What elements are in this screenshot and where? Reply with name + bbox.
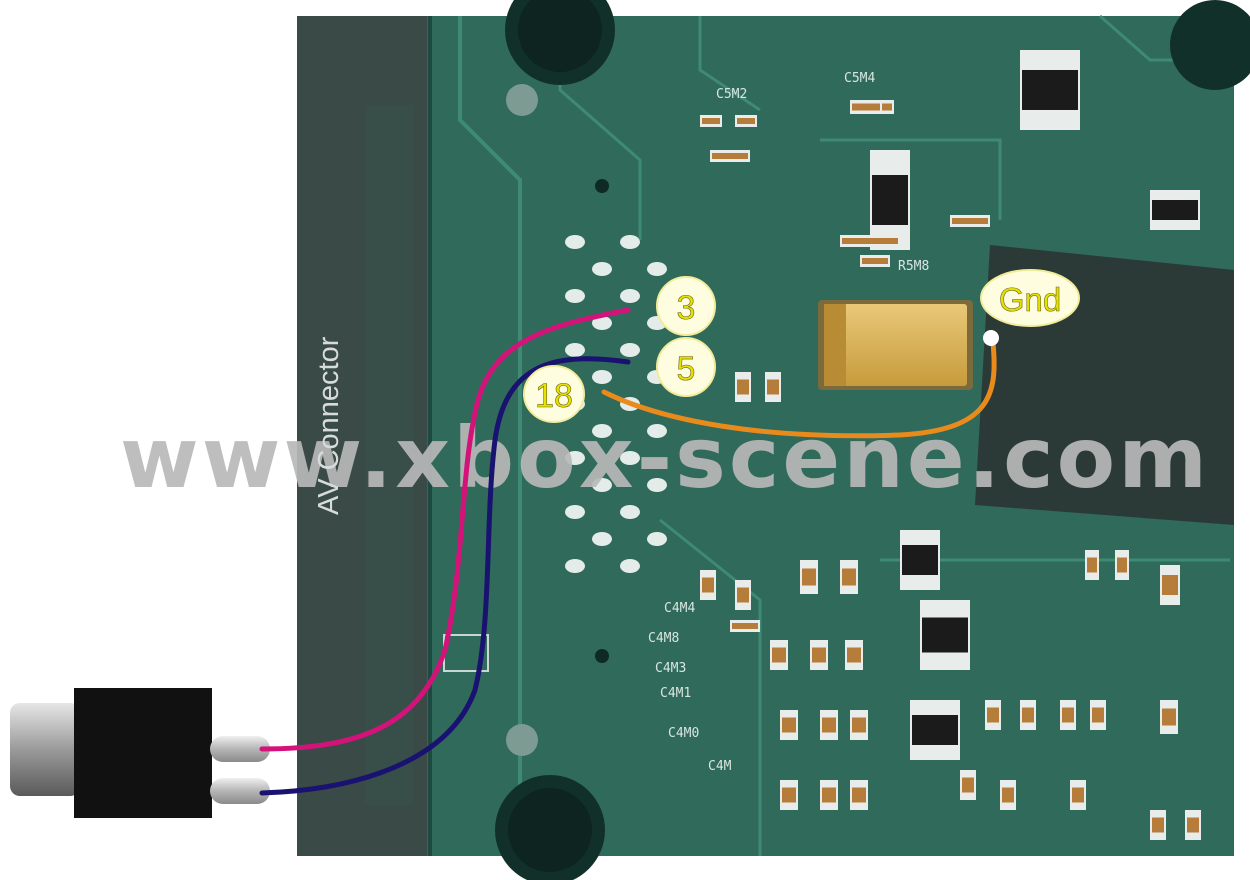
rca-metal-barrel [10, 703, 80, 796]
pin-pad [592, 316, 612, 330]
smd-part [780, 780, 798, 810]
smd-part [850, 780, 868, 810]
pin-pad [592, 370, 612, 384]
watermark-text: www.xbox-scene.com [120, 409, 1210, 507]
smd-part [1160, 700, 1178, 734]
smd-part [820, 710, 838, 740]
pcb-board [297, 0, 1250, 880]
smd-part [1185, 810, 1201, 840]
wire-pin3-pink [259, 307, 631, 752]
smd-part [850, 710, 868, 740]
rca-center-pin [210, 736, 270, 762]
smd-part [735, 580, 751, 610]
silk-c4m4: C4M4 [664, 601, 695, 616]
pin-pad [565, 235, 585, 249]
smd-part [1150, 190, 1200, 230]
pin-label-3-text: 3 [677, 289, 696, 327]
smd-part [1115, 550, 1129, 580]
pin-pad [620, 289, 640, 303]
rca-jack [10, 688, 270, 818]
rca-body [74, 688, 212, 818]
smd-part [1020, 700, 1036, 730]
silkscreen-labels: C5M2 C5M4 R5M8 C4M4 C4M8 C4M3 C4M1 C4M0 … [648, 71, 929, 774]
smd-part [960, 770, 976, 800]
pin-pad [565, 559, 585, 573]
pin-pad [565, 451, 585, 465]
smd-part [735, 115, 757, 127]
smd-part [1000, 780, 1016, 810]
pin-pad [647, 532, 667, 546]
silk-c4m0: C4M0 [668, 726, 699, 741]
smd-part [800, 560, 818, 594]
smd-part [700, 570, 716, 600]
smd-part [870, 150, 910, 250]
pin-pad [620, 451, 640, 465]
smd-part [1085, 550, 1099, 580]
smd-part [1060, 700, 1076, 730]
smd-part [840, 235, 900, 247]
silk-r5m8: R5M8 [898, 259, 929, 274]
smd-part [1150, 810, 1166, 840]
smd-part [1090, 700, 1106, 730]
smd-part [820, 780, 838, 810]
silk-c4m8: C4M8 [648, 631, 679, 646]
smd-part [880, 100, 894, 114]
pin-pad [592, 424, 612, 438]
smd-part [770, 640, 788, 670]
pin-pad [647, 262, 667, 276]
smd-part [730, 620, 760, 632]
silk-c4m1: C4M1 [660, 686, 691, 701]
smd-part [735, 372, 751, 402]
pin-pad [565, 343, 585, 357]
pin-label-3: 3 [656, 276, 716, 336]
pin-pad [647, 424, 667, 438]
pin-pad [620, 559, 640, 573]
pin-pad [592, 262, 612, 276]
smd-part [810, 640, 828, 670]
smd-part [900, 530, 940, 590]
silk-c5m2: C5M2 [716, 87, 747, 102]
wire-pin18-to-gnd-orange [601, 340, 997, 439]
av-connector-label: AV Connector [313, 336, 345, 515]
silk-c5m4: C5M4 [844, 71, 875, 86]
smd-part [840, 560, 858, 594]
pin-label-18-text: 18 [535, 377, 573, 415]
pin-pad [620, 505, 640, 519]
pin-pad [620, 343, 640, 357]
pin-label-5-text: 5 [677, 350, 696, 388]
pin-pad [647, 478, 667, 492]
smd-part [1160, 565, 1180, 605]
gnd-label-text: Gnd [999, 281, 1061, 318]
pin-pad [592, 532, 612, 546]
pin-pad [592, 478, 612, 492]
gnd-label: Gnd [980, 269, 1080, 327]
smd-part [920, 600, 970, 670]
wire-pin5-navy [259, 356, 631, 796]
pin-pad [565, 505, 585, 519]
smd-components [700, 50, 1201, 840]
smd-part [710, 150, 750, 162]
smd-part [1020, 50, 1080, 130]
smd-part [700, 115, 722, 127]
smd-part [1070, 780, 1086, 810]
tantalum-capacitor [818, 300, 973, 390]
pin-label-18: 18 [523, 365, 585, 423]
smd-part [845, 640, 863, 670]
smd-part [780, 710, 798, 740]
smd-part [950, 215, 990, 227]
gnd-pad [983, 330, 999, 346]
smd-part [860, 255, 890, 267]
pin-pad [620, 235, 640, 249]
pin-label-5: 5 [656, 337, 716, 397]
wires [259, 307, 997, 796]
pin-pads [565, 235, 667, 573]
pin-pad [565, 289, 585, 303]
smd-part [985, 700, 1001, 730]
smd-part [765, 372, 781, 402]
rca-ground-pin [210, 778, 270, 804]
silk-c4m: C4M [708, 759, 732, 774]
silk-c4m3: C4M3 [655, 661, 686, 676]
smd-part [910, 700, 960, 760]
